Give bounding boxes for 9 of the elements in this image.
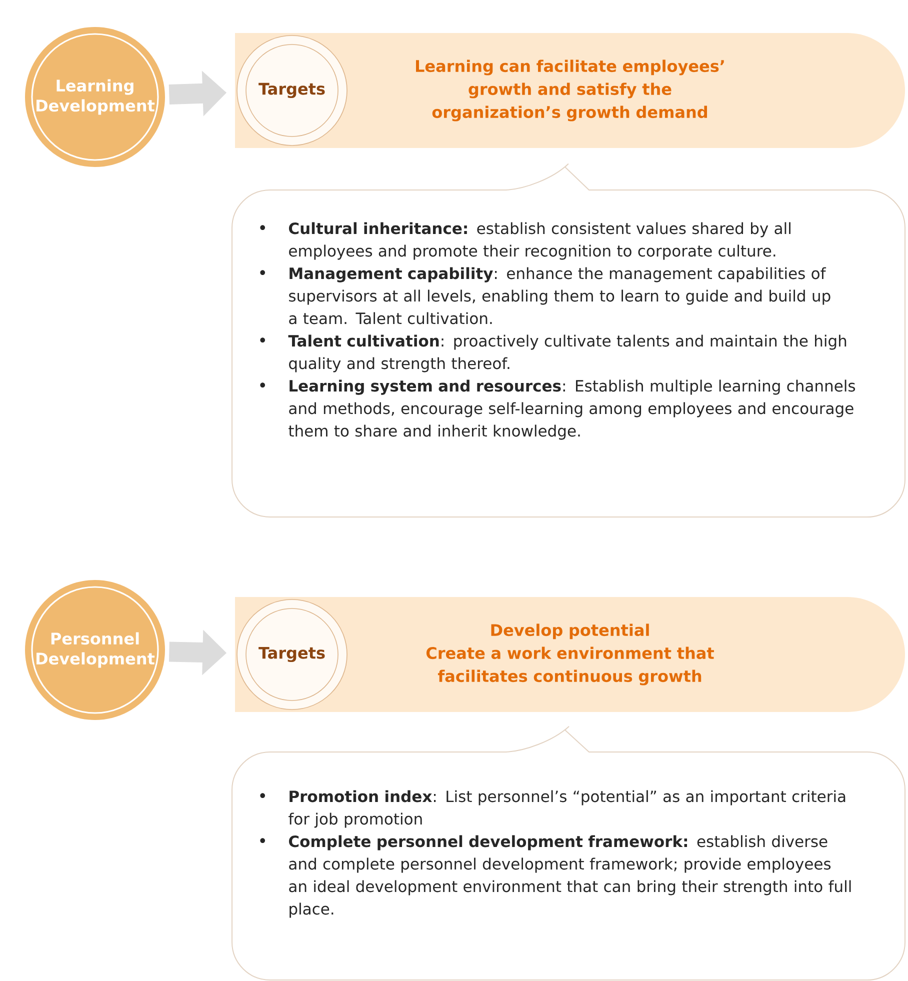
bullet-item: Management capability: enhance the management capabilities of supervisors at all levels, enabling them to learn to guide and build up a team. Talent cultivation.	[260, 267, 830, 324]
circle-node: Personnel Development	[25, 580, 165, 720]
bullet-item: Cultural inheritance: establish consistent values shared by all employees and promote their recognition to corporate culture.	[260, 222, 790, 260]
bullet-item: Talent cultivation: proactively cultivate talents and maintain the high quality and strength thereof.	[260, 334, 846, 372]
circle-node: Learning Development	[25, 27, 165, 167]
bullet-item: Learning system and resources: Establish multiple learning channels and methods, encourage self-learning among employees and encourage them to share and inherit knowledge.	[260, 380, 856, 440]
callout-box	[232, 163, 906, 518]
bullet-item: Complete personnel development framework: establish diverse and complete personnel development framework; provide employees an ideal development environment that can bring their strength into full place.	[260, 835, 851, 918]
callout-box	[232, 726, 906, 980]
